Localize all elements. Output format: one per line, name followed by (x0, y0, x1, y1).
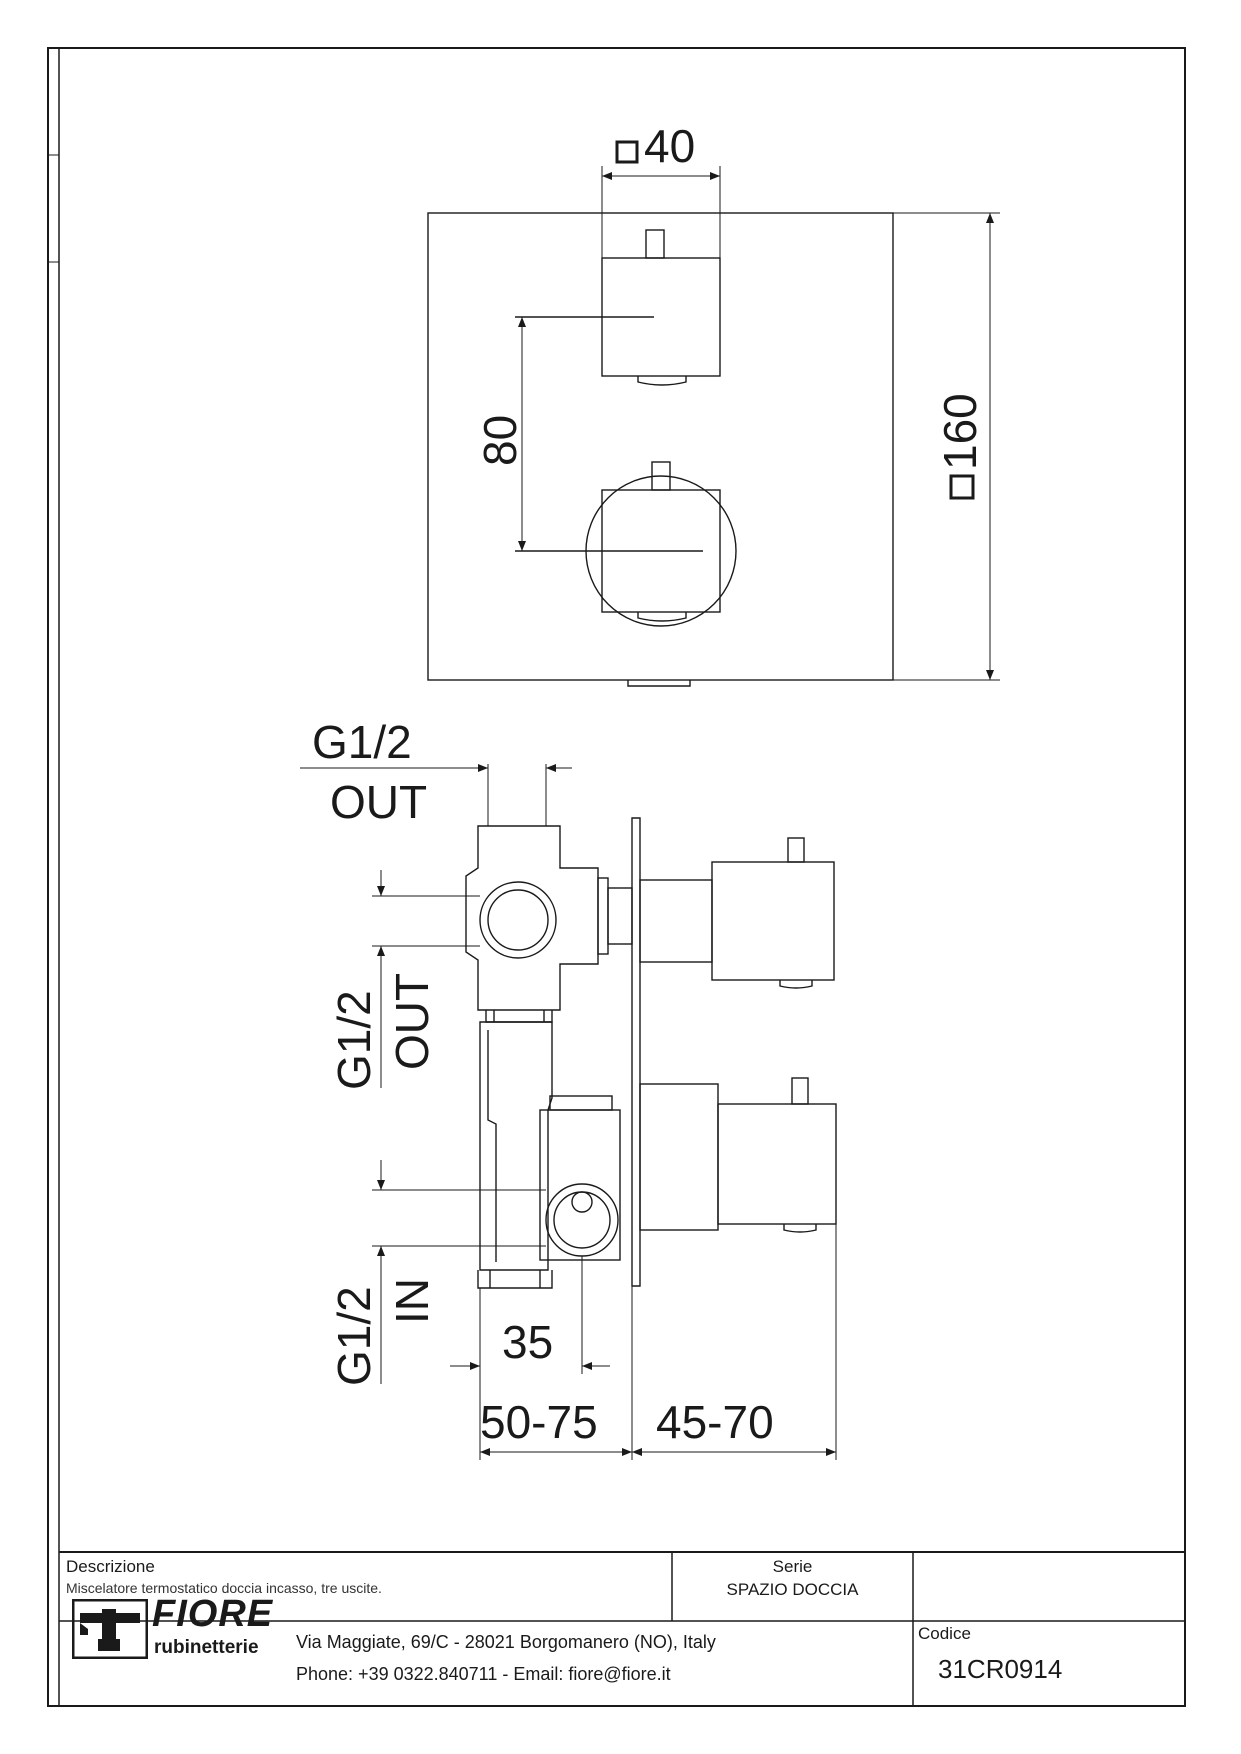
series-label: Serie (772, 1557, 813, 1576)
diverter-knob (515, 229, 721, 386)
description-label: Descrizione (66, 1557, 155, 1576)
dim-inlet-offset: 35 (502, 1316, 553, 1368)
company-contact: Phone: +39 0322.840711 - Email: fiore@fi… (296, 1664, 671, 1684)
sheet-frame (47, 47, 1186, 1707)
faucet-icon (72, 1599, 148, 1659)
bottom-port-size: G1/2 (328, 1286, 380, 1386)
thermostatic-knob (515, 461, 737, 627)
middle-port-type: OUT (386, 973, 438, 1070)
top-port-type: OUT (330, 776, 427, 828)
logo-brand: FIORE (152, 1593, 274, 1635)
inlet-port (545, 1183, 619, 1257)
fiore-logo: FIORE rubinetterie (72, 1593, 277, 1661)
dim-knob-spacing: 80 (474, 415, 526, 466)
middle-port-size: G1/2 (328, 990, 380, 1090)
front-view (427, 140, 1000, 687)
dim-plate-size: 160 (934, 393, 986, 470)
bottom-port-type: IN (386, 1278, 438, 1324)
product-code: 31CR0914 (938, 1654, 1063, 1684)
outlet-port-top (479, 881, 557, 959)
logo-tagline: rubinetterie (154, 1637, 259, 1658)
dim-wall-depth: 50-75 (480, 1396, 598, 1448)
top-port-size: G1/2 (312, 716, 412, 768)
dim-knob-width: 40 (644, 120, 695, 172)
description-text: Miscelatore termostatico doccia incasso,… (66, 1580, 382, 1596)
valve-body-lower (479, 1021, 553, 1271)
dim-projection: 45-70 (656, 1396, 774, 1448)
valve-body-upper (465, 825, 599, 1011)
wall-plate (427, 212, 894, 681)
side-view (300, 764, 837, 1460)
series-value: SPAZIO DOCCIA (726, 1580, 859, 1599)
company-address: Via Maggiate, 69/C - 28021 Borgomanero (… (296, 1632, 716, 1652)
code-label: Codice (918, 1624, 971, 1643)
